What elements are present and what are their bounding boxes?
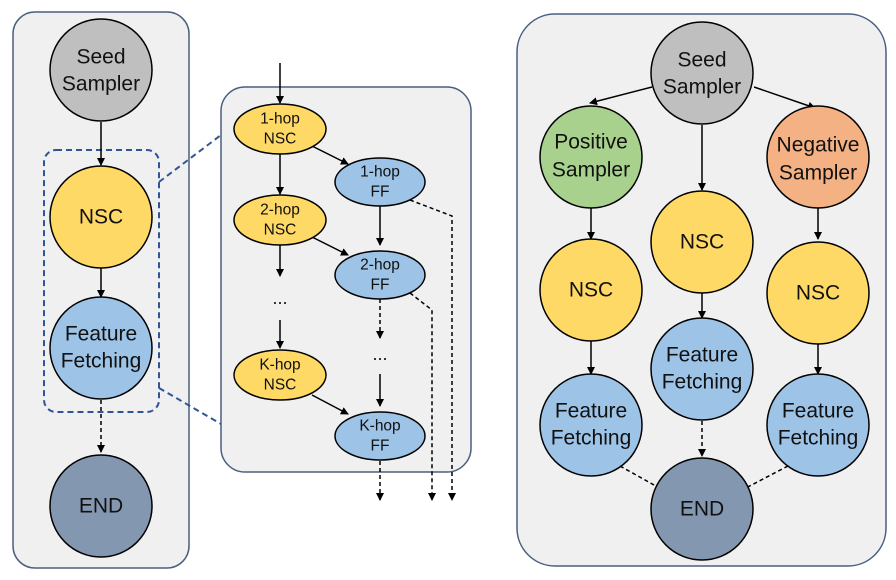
negative-label-2: Sampler <box>779 162 857 185</box>
nsc-khop-label-2: NSC <box>264 377 297 394</box>
nsc-1hop-node: 1-hop NSC <box>233 103 327 155</box>
negative-label-1: Negative <box>777 134 860 157</box>
arrow-nsc2-ff2 <box>311 236 349 256</box>
nsc-2hop-node: 2-hop NSC <box>233 194 327 246</box>
feature-left-node: Feature Fetching <box>539 373 643 477</box>
right-seed-label-1: Seed <box>677 49 726 72</box>
feature-right-node: Feature Fetching <box>766 373 870 477</box>
left-end-label: END <box>79 495 123 518</box>
right-end-label: END <box>680 498 724 521</box>
positive-sampler-node: Positive Sampler <box>539 105 643 209</box>
right-end-node: END <box>650 457 754 561</box>
nsc-left-label: NSC <box>569 279 613 302</box>
feature-right-label-1: Feature <box>782 400 854 423</box>
left-feature-label-2: Fetching <box>61 350 142 373</box>
zoom-connector-top <box>158 134 222 183</box>
arrow-nsc1-ff1 <box>311 145 349 165</box>
nsc-center-node: NSC <box>650 190 754 294</box>
left-seed-sampler-node: Seed Sampler <box>49 18 153 122</box>
ff-khop-label-2: FF <box>371 438 390 455</box>
feature-right-label-2: Fetching <box>778 427 859 450</box>
positive-label-2: Sampler <box>552 159 630 182</box>
arrow-feature-left-end <box>619 465 664 491</box>
ff-ellipsis: ... <box>372 344 387 364</box>
nsc-right-label: NSC <box>796 282 840 305</box>
nsc-khop-node: K-hop NSC <box>233 349 327 401</box>
ff-1hop-node: 1-hop FF <box>334 157 426 207</box>
left-nsc-label: NSC <box>79 206 123 229</box>
feature-center-node: Feature Fetching <box>650 317 754 421</box>
arrow-seed-positive <box>589 86 653 106</box>
positive-label-1: Positive <box>554 131 628 154</box>
nsc-2hop-label-2: NSC <box>264 222 297 239</box>
left-feature-label-1: Feature <box>65 323 137 346</box>
feature-center-label-1: Feature <box>666 344 738 367</box>
ff-2hop-node: 2-hop FF <box>334 250 426 300</box>
arrow-feature-right-end <box>741 465 789 491</box>
feature-left-label-2: Fetching <box>551 427 632 450</box>
nsc-1hop-label-1: 1-hop <box>260 111 300 128</box>
right-seed-label-2: Sampler <box>663 76 741 99</box>
nsc-right-node: NSC <box>766 241 870 345</box>
nsc-left-node: NSC <box>539 238 643 342</box>
nsc-ellipsis: ... <box>272 288 287 308</box>
nsc-1hop-label-2: NSC <box>264 131 297 148</box>
nsc-2hop-label-1: 2-hop <box>260 202 300 219</box>
feature-center-label-2: Fetching <box>662 371 743 394</box>
ff-1hop-label-2: FF <box>371 184 390 201</box>
arrow-ff2-out <box>409 292 436 501</box>
arrow-nsck-ffk <box>311 394 349 415</box>
left-seed-label-1: Seed <box>76 46 125 69</box>
ff-2hop-label-2: FF <box>371 277 390 294</box>
nsc-khop-label-1: K-hop <box>259 357 300 374</box>
ff-khop-node: K-hop FF <box>334 411 426 461</box>
ff-2hop-label-1: 2-hop <box>360 257 400 274</box>
feature-left-label-1: Feature <box>555 400 627 423</box>
negative-sampler-node: Negative Sampler <box>766 105 870 209</box>
left-seed-label-2: Sampler <box>62 73 140 96</box>
nsc-center-label: NSC <box>680 231 724 254</box>
left-nsc-node: NSC <box>49 165 153 269</box>
right-seed-sampler-node: Seed Sampler <box>650 21 754 125</box>
arrow-seed-negative <box>753 86 816 110</box>
zoom-connector-bottom <box>158 387 222 425</box>
left-feature-fetching-node: Feature Fetching <box>49 296 153 400</box>
left-end-node: END <box>49 454 153 558</box>
ff-1hop-label-1: 1-hop <box>360 164 400 181</box>
ff-khop-label-1: K-hop <box>359 418 400 435</box>
arrow-ff1-out <box>409 199 456 501</box>
